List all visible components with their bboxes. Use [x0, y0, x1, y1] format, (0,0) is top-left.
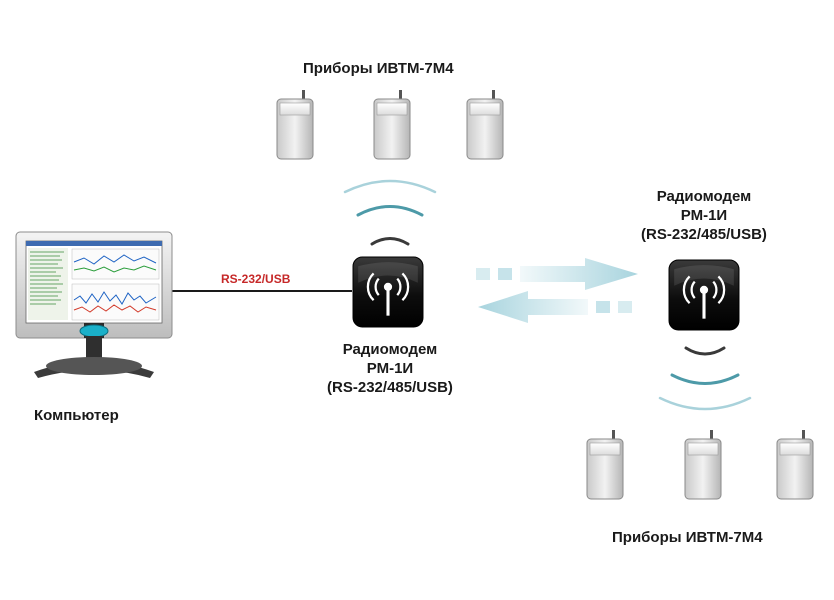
computer-monitor-icon: [15, 231, 173, 378]
modem-model: РМ-1И: [680, 207, 728, 224]
device-icon: [684, 430, 722, 500]
signal-waves-icon: [658, 346, 752, 411]
modem-interfaces: (RS-232/485/USB): [327, 379, 453, 396]
bottom-devices-label: Приборы ИВТМ-7М4: [612, 529, 763, 546]
arrow-right-icon: [476, 258, 638, 290]
radio-modem-icon: [352, 256, 424, 328]
top-devices-label: Приборы ИВТМ-7М4: [303, 60, 454, 77]
computer-label: Компьютер: [34, 407, 119, 424]
device-icon: [373, 90, 411, 160]
arrow-left-icon: [478, 291, 632, 323]
device-icon: [776, 430, 814, 500]
device-icon: [276, 90, 314, 160]
signal-waves-icon: [343, 179, 437, 246]
modem-interfaces: (RS-232/485/USB): [641, 226, 767, 243]
radio-modem-icon: [668, 259, 740, 331]
left-modem-label: Радиомодем РМ-1И (RS-232/485/USB): [290, 340, 490, 397]
right-modem-label: Радиомодем РМ-1И (RS-232/485/USB): [604, 187, 804, 244]
device-icon: [586, 430, 624, 500]
link-label: RS-232/USB: [221, 272, 291, 286]
modem-name: Радиомодем: [656, 188, 752, 205]
modem-name: Радиомодем: [342, 341, 438, 358]
device-icon: [466, 90, 504, 160]
modem-model: РМ-1И: [366, 360, 414, 377]
